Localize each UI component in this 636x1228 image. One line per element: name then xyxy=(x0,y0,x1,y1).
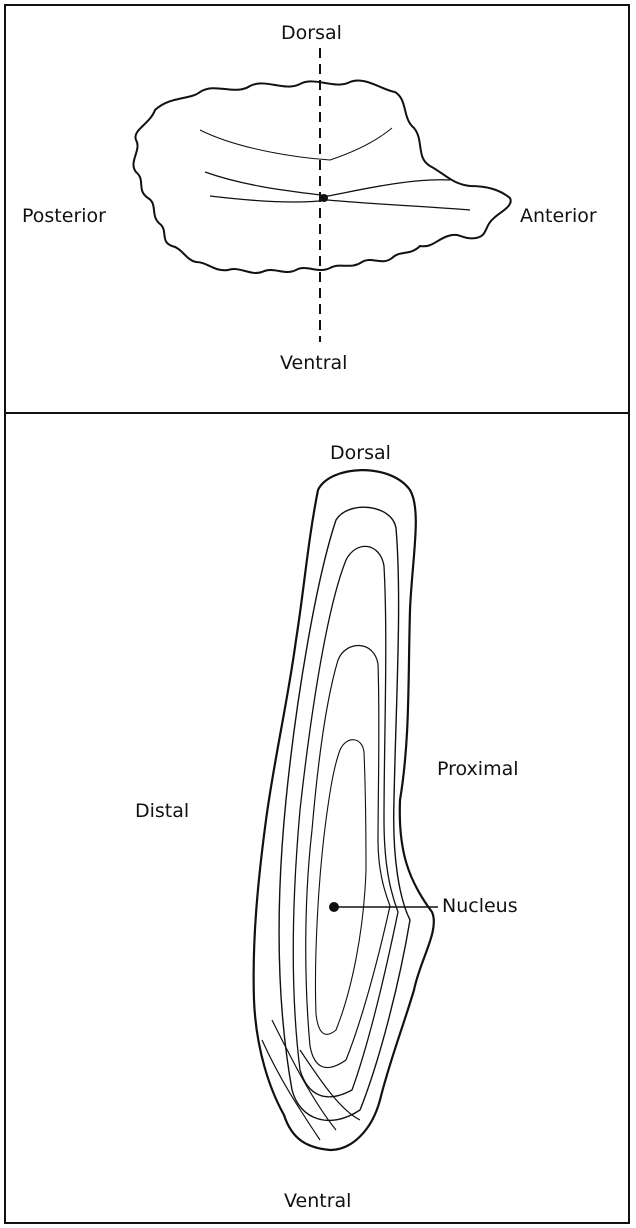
growth-ring-4 xyxy=(315,740,366,1035)
bottom-otolith-outline xyxy=(254,470,434,1150)
top-label-ventral: Ventral xyxy=(280,352,347,374)
bottom-label-dorsal: Dorsal xyxy=(330,442,391,464)
bottom-label-distal: Distal xyxy=(135,800,189,822)
ventral-lobe-lines xyxy=(262,1020,360,1140)
growth-ring-2 xyxy=(293,546,398,1096)
growth-ring-1 xyxy=(279,507,410,1120)
top-label-posterior: Posterior xyxy=(22,205,106,227)
bottom-label-ventral: Ventral xyxy=(284,1190,351,1212)
top-label-dorsal: Dorsal xyxy=(281,22,342,44)
bottom-label-nucleus: Nucleus xyxy=(442,895,518,917)
top-label-anterior: Anterior xyxy=(520,205,597,227)
bottom-label-proximal: Proximal xyxy=(437,758,519,780)
